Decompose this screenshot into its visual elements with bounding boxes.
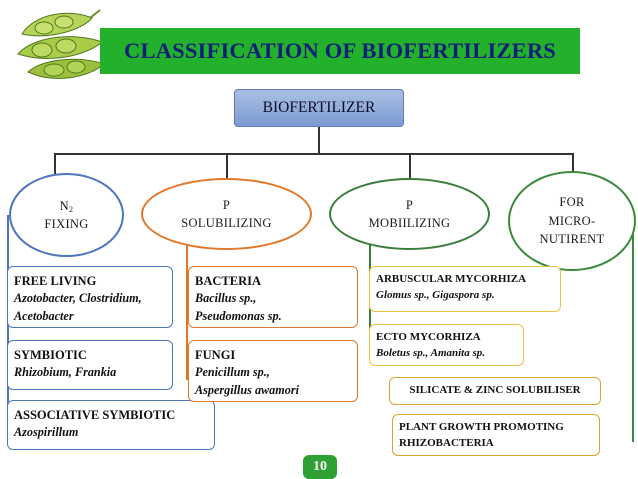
micro-line1: FOR: [559, 194, 585, 209]
category-n2-fixing: N2 FIXING: [9, 173, 124, 257]
p-mob-arbuscular-box: ARBUSCULAR MYCORHIZA Glomus sp., Gigaspo…: [369, 266, 561, 312]
n2-associative-box: ASSOCIATIVE SYMBIOTIC Azospirillum: [7, 400, 215, 450]
root-node: BIOFERTILIZER: [234, 89, 404, 127]
box-heading: SYMBIOTIC: [14, 348, 87, 362]
p-mob-ecto-box: ECTO MYCORHIZA Boletus sp., Amanita sp.: [369, 324, 524, 366]
micro-line3: NUTIRENT: [539, 232, 605, 247]
connector-horizontal: [54, 153, 574, 155]
n2-subtitle: FIXING: [44, 217, 89, 232]
box-organisms: Penicillum sp.,: [195, 365, 270, 380]
connector-p-mob: [409, 153, 411, 180]
p-sol-line2: SOLUBILIZING: [181, 216, 272, 230]
p-sol-line1: P: [222, 197, 231, 212]
box-organisms: Azospirillum: [14, 425, 79, 440]
micro-silicate-box: SILICATE & ZINC SOLUBILISER: [389, 377, 601, 405]
category-p-mobilizing: P MOBIILIZING: [329, 178, 490, 250]
box-heading: FREE LIVING: [14, 274, 97, 288]
box-organisms: Pseudomonas sp.: [195, 308, 282, 323]
box-heading: RHIZOBACTERIA: [399, 436, 494, 449]
n2-title: N2: [59, 198, 74, 214]
category-micronutrient: FOR MICRO- NUTIRENT: [508, 171, 636, 271]
box-organisms: Acetobacter: [14, 308, 74, 323]
box-heading: ASSOCIATIVE SYMBIOTIC: [14, 408, 176, 422]
soybean-pods-icon: [17, 9, 105, 79]
box-heading: BACTERIA: [195, 274, 261, 288]
micro-pgpr-box: PLANT GROWTH PROMOTING RHIZOBACTERIA: [392, 414, 600, 456]
micro-rail: [632, 222, 634, 442]
p-sol-rail: [186, 230, 188, 380]
box-heading: ARBUSCULAR MYCORHIZA: [376, 273, 527, 285]
box-heading: SILICATE & ZINC SOLUBILISER: [409, 384, 581, 397]
p-mob-line1: P: [405, 197, 414, 212]
connector-root-down: [318, 127, 320, 154]
box-organisms: Bacillus sp.,: [195, 291, 257, 306]
page-title: CLASSIFICATION OF BIOFERTILIZERS: [124, 38, 556, 63]
box-organisms: Azotobacter, Clostridium,: [14, 291, 142, 306]
box-heading: FUNGI: [195, 348, 236, 362]
p-sol-fungi-box: FUNGI Penicillum sp., Aspergillus awamor…: [188, 340, 358, 402]
box-organisms: Boletus sp., Amanita sp.: [376, 346, 486, 359]
box-organisms: Glomus sp., Gigaspora sp.: [376, 288, 495, 301]
n2-free-living-box: FREE LIVING Azotobacter, Clostridium, Ac…: [7, 266, 173, 328]
box-organisms: Rhizobium, Frankia: [14, 365, 117, 380]
box-organisms: Aspergillus awamori: [195, 382, 299, 397]
connector-n2: [54, 153, 56, 175]
p-sol-bacteria-box: BACTERIA Bacillus sp., Pseudomonas sp.: [188, 266, 358, 328]
connector-micro: [572, 153, 574, 173]
micro-line2: MICRO-: [548, 213, 596, 228]
p-mob-line2: MOBIILIZING: [368, 216, 451, 230]
box-heading: PLANT GROWTH PROMOTING: [399, 421, 564, 433]
title-banner: CLASSIFICATION OF BIOFERTILIZERS: [100, 28, 580, 74]
category-p-solubilizing: P SOLUBILIZING: [141, 178, 312, 250]
page-number-badge: 10: [303, 455, 337, 479]
box-heading: ECTO MYCORHIZA: [376, 331, 481, 343]
connector-p-sol: [226, 153, 228, 180]
root-label: BIOFERTILIZER: [262, 99, 376, 116]
n2-symbiotic-box: SYMBIOTIC Rhizobium, Frankia: [7, 340, 173, 390]
